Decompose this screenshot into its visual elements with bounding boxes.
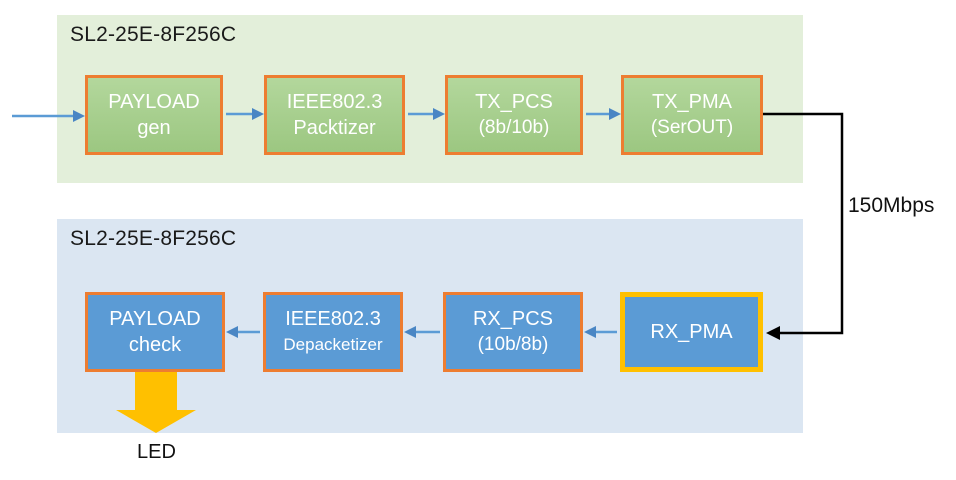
block-payload-check: PAYLOAD check bbox=[85, 292, 225, 372]
serial-link-rate-label: 150Mbps bbox=[848, 194, 935, 217]
block-payload-gen: PAYLOAD gen bbox=[85, 75, 223, 155]
block-label: TX_PCS bbox=[475, 91, 553, 113]
led-label: LED bbox=[137, 441, 176, 463]
block-label: RX_PMA bbox=[650, 321, 733, 343]
block-label: (8b/10b) bbox=[478, 117, 550, 138]
block-label: gen bbox=[137, 117, 171, 139]
block-rx-pcs: RX_PCS (10b/8b) bbox=[443, 292, 583, 372]
block-label: (10b/8b) bbox=[477, 334, 549, 355]
block-rx-pma: RX_PMA bbox=[620, 292, 763, 372]
block-label: (SerOUT) bbox=[650, 117, 734, 138]
block-label: RX_PCS bbox=[472, 308, 554, 330]
block-label: IEEE802.3 bbox=[286, 91, 383, 113]
block-tx-pcs: TX_PCS (8b/10b) bbox=[445, 75, 583, 155]
block-label: PAYLOAD bbox=[109, 308, 201, 330]
tx-chip-title: SL2-25E-8F256C bbox=[70, 23, 237, 46]
block-ieee8023-depacketizer: IEEE802.3 Depacketizer bbox=[263, 292, 403, 372]
block-tx-pma: TX_PMA (SerOUT) bbox=[621, 75, 763, 155]
block-label: Depacketizer bbox=[283, 335, 383, 354]
block-label: TX_PMA bbox=[651, 91, 733, 113]
block-label: Packtizer bbox=[293, 117, 376, 139]
block-ieee8023-packtizer: IEEE802.3 Packtizer bbox=[264, 75, 405, 155]
block-label: check bbox=[128, 334, 182, 356]
rx-chip-title: SL2-25E-8F256C bbox=[70, 227, 237, 250]
block-label: PAYLOAD bbox=[108, 91, 200, 113]
block-label: IEEE802.3 bbox=[285, 308, 381, 330]
